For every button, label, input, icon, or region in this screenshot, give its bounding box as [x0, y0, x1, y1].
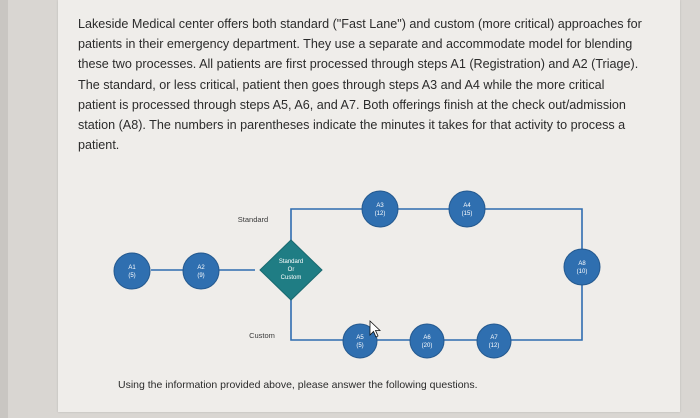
window-edge	[0, 0, 8, 418]
mouse-cursor-icon	[369, 320, 382, 338]
node-a3-name: A3	[376, 203, 384, 209]
node-a8-name: A8	[578, 261, 586, 267]
node-a5-name: A5	[356, 335, 364, 341]
instructions-text: Using the information provided above, pl…	[118, 379, 478, 391]
decision-label-line: Or	[288, 267, 295, 273]
decision-label-line: Custom	[281, 275, 302, 281]
node-a7: A7 (12)	[476, 323, 512, 359]
node-a4: A4 (15)	[448, 190, 486, 228]
decision-node: Standard Or Custom	[259, 239, 323, 301]
node-a4-time: (15)	[462, 211, 473, 217]
node-a7-time: (12)	[489, 343, 500, 349]
node-a3-time: (12)	[375, 211, 386, 217]
statement-line: The standard, or less critical, patient …	[78, 77, 605, 92]
statement-line: these two processes. All patients are fi…	[78, 57, 639, 72]
node-a2: A2 (9)	[182, 252, 220, 290]
node-a7-name: A7	[490, 335, 498, 341]
connector-decision-custom	[290, 288, 344, 341]
node-a1-name: A1	[128, 265, 136, 271]
node-a8: A8 (10)	[563, 248, 601, 286]
node-a3: A3 (12)	[361, 190, 399, 228]
node-a1-time: (5)	[128, 273, 135, 279]
node-a1: A1 (5)	[113, 252, 151, 290]
node-a8-time: (10)	[577, 269, 588, 275]
statement-line: patient is processed through steps A5, A…	[78, 97, 626, 112]
statement-line: patients in their emergency department. …	[78, 37, 633, 52]
statement-line: station (A8). The numbers in parentheses…	[78, 118, 626, 133]
node-a4-name: A4	[463, 203, 471, 209]
custom-path-label: Custom	[249, 331, 275, 340]
standard-path-label: Standard	[238, 215, 268, 224]
node-a6-time: (20)	[422, 343, 433, 349]
connector-decision-standard	[290, 208, 364, 252]
statement-line: patient.	[78, 138, 120, 153]
connector-a7-a8	[510, 285, 583, 341]
statement-line: Lakeside Medical center offers both stan…	[78, 17, 642, 31]
node-a2-time: (9)	[197, 273, 204, 279]
node-a6-name: A6	[423, 335, 431, 341]
process-flow-diagram: Standard Custom Standard Or Custom A1 (5…	[113, 190, 601, 359]
problem-statement: Lakeside Medical center offers both stan…	[78, 14, 658, 155]
node-a5-time: (5)	[356, 343, 363, 349]
decision-label-line: Standard	[279, 259, 303, 265]
node-a6: A6 (20)	[409, 323, 445, 359]
connector-a4-a8	[484, 208, 583, 249]
node-a5: A5 (5)	[342, 323, 378, 359]
node-a2-name: A2	[197, 265, 205, 271]
